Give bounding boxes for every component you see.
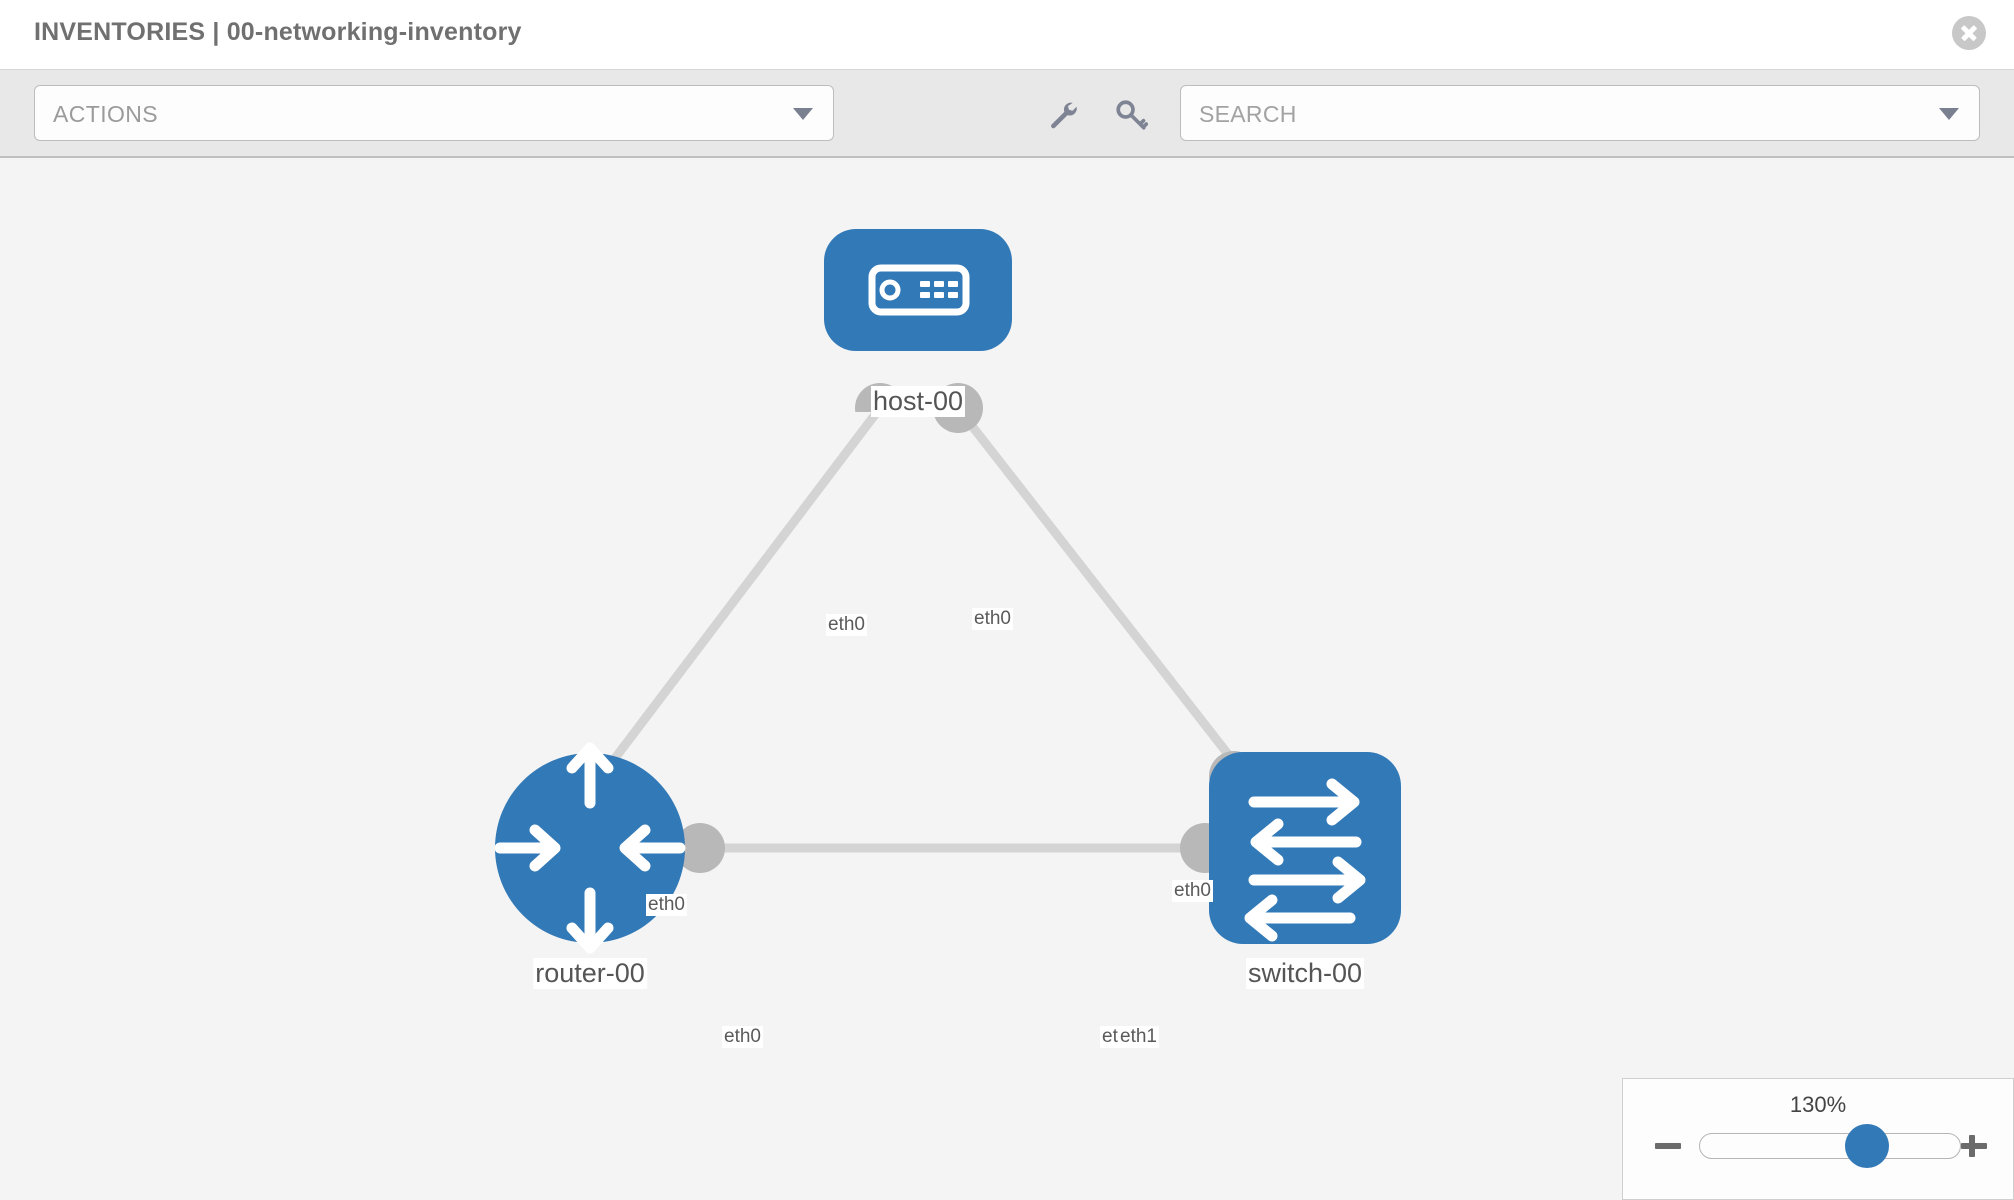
plus-icon[interactable] bbox=[1959, 1131, 1989, 1161]
topology-toolbar: ACTIONS SEARCH bbox=[0, 70, 2014, 158]
key-icon-svg bbox=[1116, 100, 1149, 130]
zoom-slider-thumb[interactable] bbox=[1845, 1124, 1889, 1168]
node-switch-00 bbox=[1209, 752, 1401, 944]
minus-icon[interactable] bbox=[1653, 1131, 1683, 1161]
page-title: INVENTORIES | 00-networking-inventory bbox=[34, 18, 522, 46]
topology-connectors bbox=[675, 383, 1259, 873]
topology-canvas[interactable]: host-00 router-00 switch-00 eth0 eth0 et… bbox=[0, 158, 2014, 1200]
node-router-00 bbox=[494, 742, 686, 954]
close-icon[interactable] bbox=[1952, 16, 1986, 50]
node-label-router-00: router-00 bbox=[533, 958, 647, 989]
chevron-down-icon bbox=[793, 108, 813, 120]
link-host00-router00 bbox=[596, 405, 884, 781]
chevron-down-icon[interactable] bbox=[1939, 108, 1959, 120]
zoom-control-panel: 130% bbox=[1622, 1078, 2014, 1200]
iface-label-router00-switch00: eth0 bbox=[722, 1026, 763, 1048]
node-host-00 bbox=[824, 229, 1012, 351]
actions-dropdown[interactable]: ACTIONS bbox=[34, 85, 834, 141]
iface-label-switch00-host00: eth0 bbox=[1172, 880, 1213, 902]
iface-label-switch00-router00-b: eth1 bbox=[1118, 1026, 1159, 1048]
iface-label-host00-switch00: eth0 bbox=[972, 608, 1013, 630]
plus-icon-bar-v bbox=[1969, 1135, 1975, 1157]
iface-label-router00-host00: eth0 bbox=[646, 894, 687, 916]
search-placeholder: SEARCH bbox=[1199, 101, 1297, 127]
topology-links bbox=[596, 405, 1249, 853]
iface-label-host00-router00: eth0 bbox=[826, 614, 867, 636]
wrench-icon[interactable] bbox=[1046, 98, 1080, 132]
minus-icon-bar bbox=[1655, 1143, 1681, 1149]
search-input[interactable]: SEARCH bbox=[1180, 85, 1980, 141]
zoom-slider-track[interactable] bbox=[1699, 1133, 1961, 1159]
topology-graph bbox=[494, 229, 1401, 954]
actions-dropdown-label: ACTIONS bbox=[53, 101, 159, 127]
key-icon[interactable] bbox=[1114, 98, 1149, 132]
page-header: INVENTORIES | 00-networking-inventory bbox=[0, 0, 2014, 70]
wrench-icon-svg bbox=[1051, 102, 1077, 129]
node-label-host-00: host-00 bbox=[870, 386, 966, 417]
node-label-switch-00: switch-00 bbox=[1245, 958, 1365, 989]
connector-router00-right bbox=[675, 823, 725, 873]
link-host00-switch00 bbox=[954, 405, 1249, 779]
zoom-percent-label: 130% bbox=[1789, 1092, 1847, 1117]
